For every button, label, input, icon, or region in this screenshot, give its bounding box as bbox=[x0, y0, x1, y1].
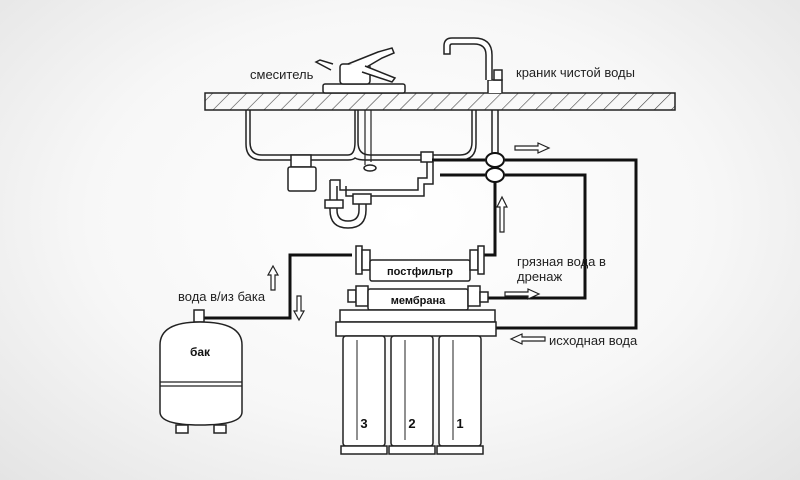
tank-water-label: вода в/из бака bbox=[178, 289, 266, 304]
arrow-tank-up bbox=[266, 264, 280, 291]
flow-arrows bbox=[266, 142, 551, 345]
arrow-drain-right bbox=[504, 288, 541, 300]
postfilter-label: постфильтр bbox=[387, 266, 453, 278]
source-water-label: исходная вода bbox=[549, 333, 638, 348]
filter-number-3: 3 bbox=[360, 416, 367, 431]
countertop bbox=[204, 92, 676, 111]
filter-housings bbox=[335, 309, 497, 455]
filter-number-2: 2 bbox=[408, 416, 415, 431]
clean-water-tap bbox=[443, 37, 503, 155]
sink bbox=[245, 110, 477, 161]
mixer-label: смеситель bbox=[250, 67, 314, 82]
tank-label: бак bbox=[190, 345, 211, 359]
dirty-water-label: грязная вода в дренаж bbox=[517, 254, 606, 284]
membrane-label: мембрана bbox=[391, 295, 446, 307]
clean-tap-label: краник чистой воды bbox=[516, 65, 635, 80]
arrow-source-left bbox=[509, 333, 546, 345]
postfilter bbox=[355, 245, 485, 282]
sink-drain-trap bbox=[287, 151, 434, 229]
filter-number-1: 1 bbox=[456, 416, 463, 431]
mixer-faucet bbox=[314, 47, 406, 172]
pipe-crossing-loops bbox=[485, 152, 505, 183]
arrow-drain-top bbox=[514, 142, 551, 154]
arrow-clean-up bbox=[496, 195, 508, 233]
storage-tank bbox=[159, 309, 243, 434]
arrow-tank-down bbox=[292, 295, 306, 322]
